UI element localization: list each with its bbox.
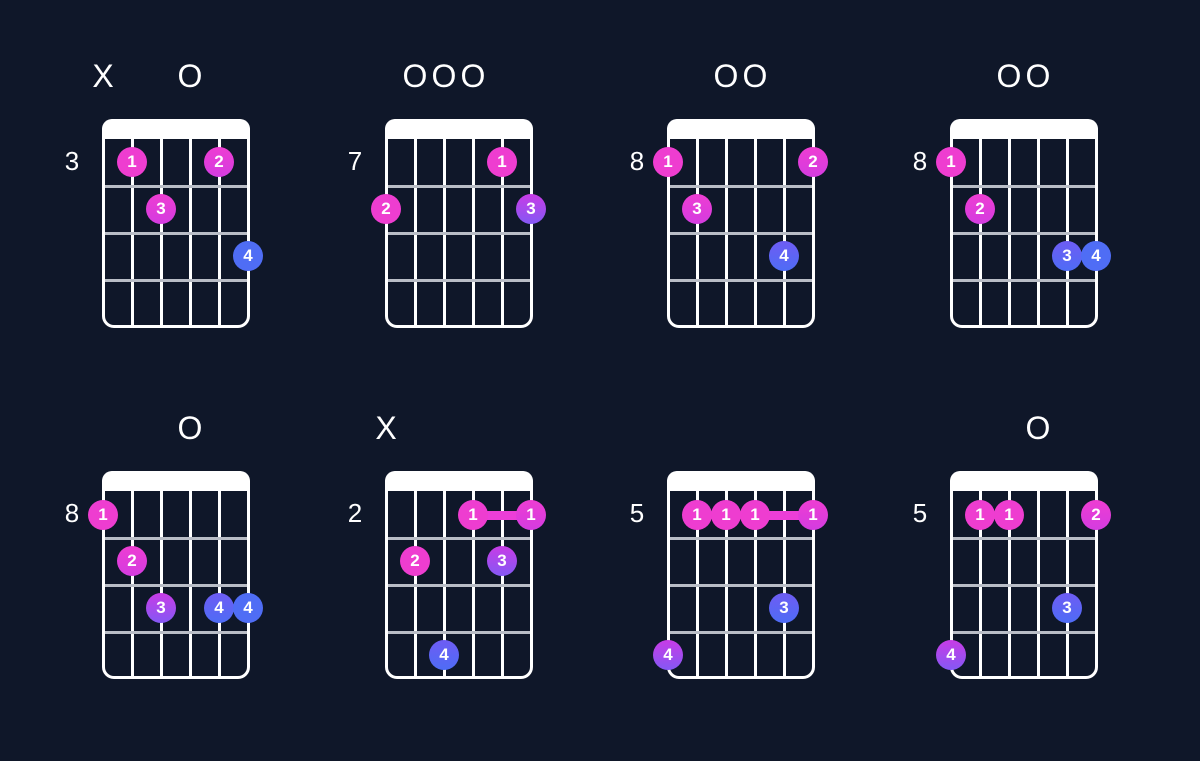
finger-dot: 1 (965, 500, 995, 530)
finger-dot: 3 (146, 593, 176, 623)
open-string-marker: O (402, 58, 428, 94)
nut (385, 471, 533, 491)
finger-dot: 2 (965, 194, 995, 224)
nut (385, 119, 533, 139)
fret-number-label: 5 (629, 498, 645, 528)
finger-dot: 1 (740, 500, 770, 530)
finger-dot: 1 (994, 500, 1024, 530)
finger-dot: 2 (204, 147, 234, 177)
fret-number-label: 8 (629, 146, 645, 176)
finger-dot: 1 (711, 500, 741, 530)
fret-line (670, 584, 812, 587)
open-string-marker: O (177, 58, 203, 94)
barre-bar (755, 511, 813, 520)
finger-dot: 2 (371, 194, 401, 224)
fret-line (670, 631, 812, 634)
fret-line (105, 631, 247, 634)
finger-dot: 4 (1081, 241, 1111, 271)
fret-line (105, 185, 247, 188)
fret-line (388, 584, 530, 587)
finger-dot: 1 (117, 147, 147, 177)
fret-number-label: 3 (64, 146, 80, 176)
fret-line (670, 279, 812, 282)
finger-dot: 3 (1052, 593, 1082, 623)
fret-line (388, 185, 530, 188)
muted-string-marker: X (375, 410, 397, 446)
fretboard-frame (667, 119, 815, 328)
open-string-marker: O (177, 410, 203, 446)
fret-line (953, 185, 1095, 188)
finger-dot: 3 (1052, 241, 1082, 271)
open-string-marker: O (1025, 410, 1051, 446)
muted-string-marker: X (92, 58, 114, 94)
fret-line (953, 537, 1095, 540)
fret-line (670, 232, 812, 235)
finger-dot: 4 (769, 241, 799, 271)
fret-number-label: 8 (64, 498, 80, 528)
finger-dot: 1 (516, 500, 546, 530)
finger-dot: 4 (653, 640, 683, 670)
open-string-marker: O (713, 58, 739, 94)
fret-number-label: 2 (347, 498, 363, 528)
nut (667, 119, 815, 139)
finger-dot: 1 (682, 500, 712, 530)
finger-dot: 1 (936, 147, 966, 177)
nut (102, 471, 250, 491)
fret-number-label: 5 (912, 498, 928, 528)
fret-line (953, 631, 1095, 634)
nut (667, 471, 815, 491)
open-string-marker: O (431, 58, 457, 94)
barre-bar (473, 511, 531, 520)
fret-line (388, 537, 530, 540)
fret-line (105, 232, 247, 235)
finger-dot: 3 (146, 194, 176, 224)
finger-dot: 2 (117, 546, 147, 576)
fretboard-frame (385, 471, 533, 679)
finger-dot: 2 (798, 147, 828, 177)
finger-dot: 4 (233, 593, 263, 623)
fret-line (388, 631, 530, 634)
finger-dot: 3 (769, 593, 799, 623)
fret-line (388, 232, 530, 235)
fret-line (670, 537, 812, 540)
fret-line (953, 232, 1095, 235)
finger-dot: 2 (1081, 500, 1111, 530)
nut (950, 119, 1098, 139)
fret-line (105, 279, 247, 282)
fret-number-label: 8 (912, 146, 928, 176)
finger-dot: 1 (653, 147, 683, 177)
finger-dot: 2 (400, 546, 430, 576)
finger-dot: 3 (487, 546, 517, 576)
finger-dot: 1 (458, 500, 488, 530)
open-string-marker: O (742, 58, 768, 94)
fret-line (388, 279, 530, 282)
finger-dot: 3 (682, 194, 712, 224)
nut (950, 471, 1098, 491)
open-string-marker: O (1025, 58, 1051, 94)
fret-line (670, 185, 812, 188)
fret-line (953, 584, 1095, 587)
fret-line (105, 537, 247, 540)
fretboard-frame (950, 119, 1098, 328)
fret-number-label: 7 (347, 146, 363, 176)
open-string-marker: O (460, 58, 486, 94)
fret-line (953, 279, 1095, 282)
finger-dot: 3 (516, 194, 546, 224)
nut (102, 119, 250, 139)
finger-dot: 4 (233, 241, 263, 271)
finger-dot: 4 (936, 640, 966, 670)
finger-dot: 1 (798, 500, 828, 530)
finger-dot: 1 (487, 147, 517, 177)
finger-dot: 1 (88, 500, 118, 530)
fretboard-frame (102, 471, 250, 679)
fret-line (105, 584, 247, 587)
finger-dot: 4 (204, 593, 234, 623)
open-string-marker: O (996, 58, 1022, 94)
finger-dot: 4 (429, 640, 459, 670)
